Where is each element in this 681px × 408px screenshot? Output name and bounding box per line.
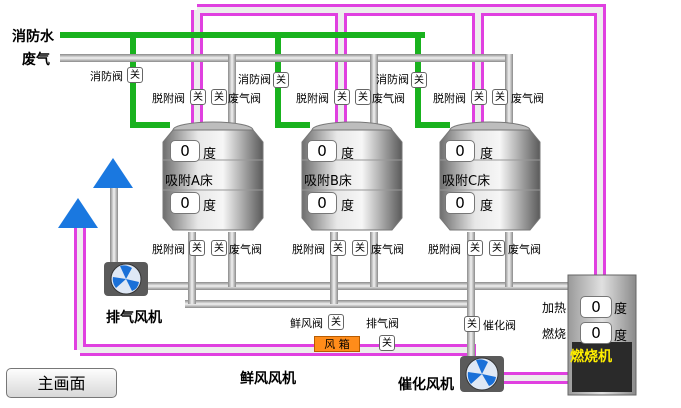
fire-valve-a-label: 消防阀 bbox=[90, 70, 123, 83]
bed-a-unit-bottom: 度 bbox=[203, 199, 217, 214]
fresh-air-valve[interactable]: 关 bbox=[328, 314, 344, 330]
desorb-valve-a-top-label: 脱附阀 bbox=[152, 92, 185, 105]
burner-title: 燃烧机 bbox=[570, 349, 612, 365]
desorb-valve-b-bottom[interactable]: 关 bbox=[330, 240, 346, 256]
exhaust-fan-label: 排气风机 bbox=[106, 310, 162, 326]
catalytic-valve[interactable]: 关 bbox=[464, 316, 480, 332]
waste-gas-header bbox=[60, 54, 513, 124]
catalytic-valve-label: 催化阀 bbox=[483, 319, 516, 332]
fire-valve-a[interactable]: 关 bbox=[127, 67, 143, 83]
heating-temp: 0 bbox=[580, 296, 612, 318]
bed-b-unit-top: 度 bbox=[341, 147, 355, 162]
bed-b-temp-top: 0 bbox=[307, 140, 337, 162]
heating-unit: 度 bbox=[614, 302, 628, 317]
fire-valve-c-label: 消防阀 bbox=[376, 73, 409, 86]
fire-water-pipes bbox=[60, 32, 450, 128]
waste-valve-b-bottom-label: 废气阀 bbox=[371, 243, 404, 256]
bed-b-unit-bottom: 度 bbox=[341, 199, 355, 214]
waste-valve-b-top[interactable]: 关 bbox=[355, 89, 371, 105]
waste-valve-c-bottom-label: 废气阀 bbox=[508, 243, 541, 256]
bed-c-name: 吸附C床 bbox=[442, 174, 491, 189]
bed-c-temp-bottom: 0 bbox=[445, 192, 475, 214]
exhaust-arrow-left-icon bbox=[58, 198, 98, 228]
bed-a-unit-top: 度 bbox=[203, 147, 217, 162]
desorb-valve-c-bottom[interactable]: 关 bbox=[467, 240, 483, 256]
desorb-valve-a-top[interactable]: 关 bbox=[190, 89, 206, 105]
waste-valve-b-bottom[interactable]: 关 bbox=[352, 240, 368, 256]
desorb-valve-b-bottom-label: 脱附阀 bbox=[292, 243, 325, 256]
waste-valve-a-top-label: 废气阀 bbox=[228, 92, 261, 105]
exhaust-fan-icon bbox=[104, 262, 148, 296]
catalytic-fan-icon bbox=[460, 356, 504, 392]
desorb-valve-c-top[interactable]: 关 bbox=[471, 89, 487, 105]
lower-gas-pipes bbox=[110, 188, 595, 362]
catalytic-fan-label: 催化风机 bbox=[398, 377, 454, 393]
fire-valve-c[interactable]: 关 bbox=[411, 72, 427, 88]
desorb-valve-b-top-label: 脱附阀 bbox=[296, 92, 329, 105]
fresh-air-valve-label: 鲜风阀 bbox=[290, 317, 323, 330]
bed-a-temp-bottom: 0 bbox=[170, 192, 200, 214]
bed-c-temp-top: 0 bbox=[445, 140, 475, 162]
waste-valve-c-bottom[interactable]: 关 bbox=[489, 240, 505, 256]
desorb-valve-a-bottom[interactable]: 关 bbox=[189, 240, 205, 256]
waste-valve-c-top-label: 废气阀 bbox=[511, 92, 544, 105]
main-screen-button[interactable]: 主画面 bbox=[6, 368, 117, 398]
exhaust-arrow-right-icon bbox=[93, 158, 133, 188]
heating-label: 加热 bbox=[542, 301, 567, 315]
air-box: 风 箱 bbox=[314, 336, 360, 352]
desorb-valve-b-top[interactable]: 关 bbox=[334, 89, 350, 105]
waste-valve-b-top-label: 废气阀 bbox=[372, 92, 405, 105]
bed-c-unit-bottom: 度 bbox=[480, 199, 494, 214]
desorb-valve-a-bottom-label: 脱附阀 bbox=[152, 243, 185, 256]
desorb-valve-c-top-label: 脱附阀 bbox=[433, 92, 466, 105]
waste-valve-c-top[interactable]: 关 bbox=[492, 89, 508, 105]
exhaust-valve-label: 排气阀 bbox=[366, 317, 399, 330]
bed-b-name: 吸附B床 bbox=[304, 174, 352, 189]
fire-valve-b[interactable]: 关 bbox=[273, 72, 289, 88]
exhaust-valve[interactable]: 关 bbox=[379, 335, 395, 351]
combustion-label: 燃烧 bbox=[542, 327, 567, 341]
combustion-unit: 度 bbox=[614, 329, 628, 344]
bed-c-unit-top: 度 bbox=[480, 147, 494, 162]
waste-valve-a-bottom[interactable]: 关 bbox=[211, 240, 227, 256]
combustion-temp: 0 bbox=[580, 322, 612, 344]
desorb-valve-c-bottom-label: 脱附阀 bbox=[428, 243, 461, 256]
bed-a-temp-top: 0 bbox=[170, 140, 200, 162]
waste-gas-legend: 废气 bbox=[22, 52, 50, 68]
waste-valve-a-bottom-label: 废气阀 bbox=[229, 243, 262, 256]
bed-a-name: 吸附A床 bbox=[165, 174, 213, 189]
fresh-air-fan-label: 鲜风风机 bbox=[240, 371, 296, 387]
waste-valve-a-top[interactable]: 关 bbox=[211, 89, 227, 105]
fire-water-legend: 消防水 bbox=[12, 29, 54, 45]
fire-valve-b-label: 消防阀 bbox=[238, 73, 271, 86]
bed-b-temp-bottom: 0 bbox=[307, 192, 337, 214]
